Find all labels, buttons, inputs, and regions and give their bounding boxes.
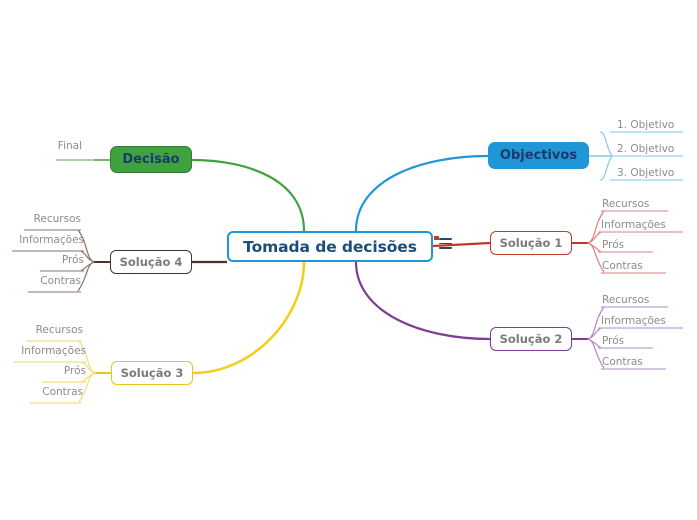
- node-solucao-2[interactable]: Solução 2: [490, 327, 572, 351]
- leaf-sol3-informacoes[interactable]: Informações: [21, 345, 86, 357]
- node-solucao-4-label: Solução 4: [119, 255, 183, 269]
- node-solucao-3-label: Solução 3: [120, 366, 184, 380]
- leaf-sol4-pros[interactable]: Prós: [61, 254, 84, 266]
- leaf-sol1-pros[interactable]: Prós: [602, 239, 625, 251]
- leaf-sol2-contras[interactable]: Contras: [602, 356, 643, 368]
- leaf-sol3-pros[interactable]: Prós: [63, 365, 86, 377]
- edge-solucao2-c3: [587, 338, 602, 349]
- edge-root-solucao3: [192, 261, 306, 375]
- red-marker-icon: [434, 236, 439, 240]
- node-solucao-1-label: Solução 1: [499, 236, 563, 250]
- node-objectivos[interactable]: Objectivos: [488, 142, 589, 169]
- node-solucao-4[interactable]: Solução 4: [110, 250, 192, 274]
- leaf-sol1-contras[interactable]: Contras: [602, 260, 643, 272]
- leaf-sol1-informacoes[interactable]: Informações: [601, 219, 666, 231]
- node-decisao[interactable]: Decisão: [110, 146, 192, 173]
- edge-root-solucao2: [354, 261, 491, 341]
- node-solucao-1[interactable]: Solução 1: [490, 231, 572, 255]
- leaf-sol1-recursos[interactable]: Recursos: [602, 198, 650, 210]
- leaf-sol4-recursos[interactable]: Recursos: [33, 213, 81, 225]
- edge-solucao2-c2: [587, 327, 602, 340]
- node-decisao-label: Decisão: [122, 152, 180, 167]
- leaf-sol2-pros[interactable]: Prós: [602, 335, 625, 347]
- edge-solucao1-c2: [587, 231, 602, 244]
- node-solucao-2-label: Solução 2: [499, 332, 563, 346]
- leaf-sol4-informacoes[interactable]: Informações: [19, 234, 84, 246]
- leaf-sol4-contras[interactable]: Contras: [40, 275, 81, 287]
- root-node-label: Tomada de decisões: [243, 237, 417, 256]
- edge-root-objectivos: [354, 154, 489, 232]
- leaf-sol3-recursos[interactable]: Recursos: [35, 324, 83, 336]
- edge-solucao1-c3: [587, 242, 602, 253]
- leaf-objetivo-2[interactable]: 2. Objetivo: [617, 143, 675, 155]
- leaf-sol2-recursos[interactable]: Recursos: [602, 294, 650, 306]
- leaf-sol2-informacoes[interactable]: Informações: [601, 315, 666, 327]
- hamburger-list-icon[interactable]: [439, 238, 452, 249]
- leaf-sol3-contras[interactable]: Contras: [42, 386, 83, 398]
- edge-objectivos-fan: [599, 131, 613, 181]
- leaf-objetivo-1[interactable]: 1. Objetivo: [617, 119, 675, 131]
- edge-root-decisao: [191, 158, 306, 232]
- node-objectivos-label: Objectivos: [499, 148, 578, 163]
- leaf-decisao-final[interactable]: Final: [57, 140, 82, 152]
- node-solucao-3[interactable]: Solução 3: [111, 361, 193, 385]
- leaf-objetivo-3[interactable]: 3. Objetivo: [617, 167, 675, 179]
- root-node-tomada-de-decisoes[interactable]: Tomada de decisões: [227, 231, 433, 262]
